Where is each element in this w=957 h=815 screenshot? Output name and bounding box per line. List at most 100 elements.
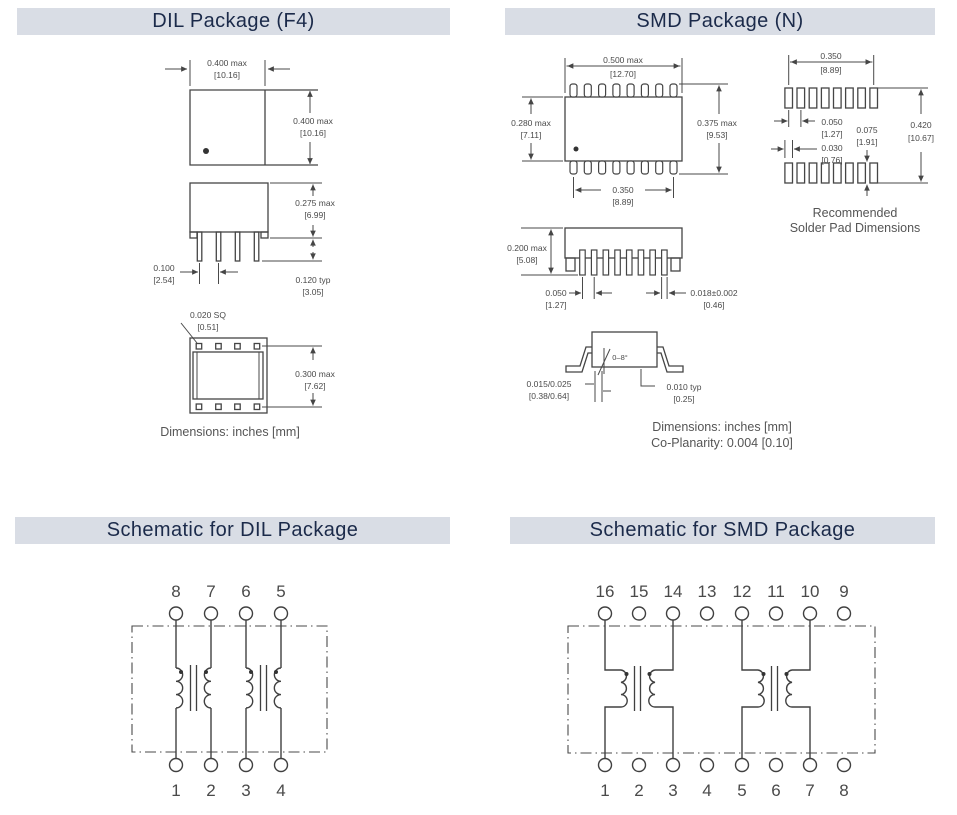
dim-smd-foot-length-mm: [0.38/0.64] (529, 391, 569, 401)
smd-top-pin-label: 15 (630, 582, 649, 601)
phase-dot (274, 670, 278, 674)
smd-bottom-pin-label: 5 (737, 781, 746, 800)
dil-dimensions-caption: Dimensions: inches [mm] (160, 425, 300, 439)
dim-row-span-in: 0.420 (910, 120, 932, 130)
dim-smd-lead-width-in: 0.018±0.002 (690, 288, 737, 298)
dim-dil-pad-square-in: 0.020 SQ (190, 310, 226, 320)
phase-dot (179, 670, 183, 674)
winding (245, 667, 254, 709)
smd-top-pin-label: 10 (801, 582, 820, 601)
winding (757, 669, 765, 708)
phase-dot (624, 672, 629, 676)
smd-top-pin-label: 13 (698, 582, 717, 601)
dim-dil-body-height-in: 0.275 max (295, 198, 335, 208)
dim-smd-top-width-in: 0.500 max (603, 55, 643, 65)
winding (785, 669, 793, 708)
dil-top-view: 0.400 max [10.16] 0.400 max [10.16] (165, 58, 334, 166)
smd-schematic: 16 15 14 13 12 11 10 9 (567, 582, 876, 800)
smd-package-header: SMD Package (N) (505, 8, 935, 35)
dim-dil-top-width-mm: [10.16] (214, 70, 240, 80)
phase-dot (647, 672, 652, 676)
dim-pad-pitch-mm: [1.27] (821, 129, 842, 139)
dim-dil-pin-pitch-mm: [2.54] (153, 275, 174, 285)
dim-smd-lead-pitch-in: 0.050 (545, 288, 567, 298)
dim-smd-profile-height-in: 0.200 max (507, 243, 547, 253)
solder-pad-caption-line2: Solder Pad Dimensions (790, 221, 921, 235)
phase-dot (761, 672, 766, 676)
smd-top-pin-label: 11 (767, 582, 785, 601)
smd-bottom-pin-label: 3 (668, 781, 677, 800)
winding (620, 669, 628, 708)
dil-top-pin-label: 6 (241, 582, 250, 601)
dim-smd-lead-pitch-mm: [1.27] (545, 300, 566, 310)
dil-side-view: 0.275 max [6.99] 0.100 [2.54] 0.120 typ … (153, 182, 336, 297)
dim-pad-width-mm: [0.76] (821, 155, 842, 165)
dim-dil-pad-row-span-mm: [7.62] (304, 381, 325, 391)
smd-top-pin-label: 16 (596, 582, 615, 601)
winding (273, 667, 282, 709)
phase-dot (249, 670, 253, 674)
dil-schematic: 8 7 6 5 (131, 582, 328, 800)
smd-bottom-pin-label: 7 (805, 781, 814, 800)
dim-pad-span-mm: [8.89] (820, 65, 841, 75)
smd-bottom-pin-label: 4 (702, 781, 711, 800)
pin1-dot (203, 148, 209, 154)
smd-package-drawing: 0.500 max [12.70] 0.280 max [7.11] 0.375… (507, 51, 934, 450)
smd-end-view: 0–8° 0.010 typ [0.25] 0.015/0.025 [0.38/… (527, 331, 793, 450)
dim-dil-pad-row-span-in: 0.300 max (295, 369, 335, 379)
dil-bottom-pin-label: 2 (206, 781, 215, 800)
dim-smd-profile-height-mm: [5.08] (516, 255, 537, 265)
dim-dil-pin-length-mm: [3.05] (302, 287, 323, 297)
smd-top-pin-label: 12 (733, 582, 752, 601)
dim-pad-width-in: 0.030 (821, 143, 843, 153)
smd-schematic-header: Schematic for SMD Package (510, 517, 935, 544)
dil-bottom-pin-label: 1 (171, 781, 180, 800)
dim-dil-top-width-in: 0.400 max (207, 58, 247, 68)
dil-bottom-pin-label: 4 (276, 781, 285, 800)
winding (203, 667, 212, 709)
winding (648, 669, 656, 708)
smd-isolation-boundary (567, 625, 876, 754)
dim-dil-pad-square-mm: [0.51] (197, 322, 218, 332)
dim-smd-lead-angle: 0–8° (612, 353, 628, 362)
dil-package-drawing: 0.400 max [10.16] 0.400 max [10.16] 0.27… (153, 58, 336, 439)
smd-top-pin-label: 14 (664, 582, 683, 601)
dim-dil-pin-length-in: 0.120 typ (296, 275, 331, 285)
dim-smd-standoff-in: 0.010 typ (667, 382, 702, 392)
smd-bottom-pin-label: 6 (771, 781, 780, 800)
dim-row-span-mm: [10.67] (908, 133, 934, 143)
winding (175, 667, 184, 709)
dil-top-pin-label: 5 (276, 582, 285, 601)
dim-smd-lead-span-mm: [8.89] (612, 197, 633, 207)
dil-isolation-boundary (131, 625, 328, 753)
smd-dimensions-caption: Dimensions: inches [mm] (652, 420, 792, 434)
dim-pad-pitch-in: 0.050 (821, 117, 843, 127)
dil-bottom-view: 0.020 SQ [0.51] 0.300 max [7.62] Dimensi… (160, 310, 335, 439)
solder-pad-caption-line1: Recommended (813, 206, 898, 220)
dil-package-header: DIL Package (F4) (17, 8, 450, 35)
dim-pad-height-in: 0.075 (856, 125, 878, 135)
smd-bottom-pin-label: 2 (634, 781, 643, 800)
smd-bottom-pin-label: 1 (600, 781, 609, 800)
dim-smd-overall-height-in: 0.375 max (697, 118, 737, 128)
solder-pad-layout: 0.350 [8.89] 0.050 [1.27] 0.030 [0.76] 0… (771, 51, 934, 235)
dil-top-pin-label: 8 (171, 582, 180, 601)
smd-schematic-drawing: 16 15 14 13 12 11 10 9 (567, 582, 876, 800)
dim-pad-height-mm: [1.91] (856, 137, 877, 147)
dim-smd-standoff-mm: [0.25] (673, 394, 694, 404)
smd-coplanarity-caption: Co-Planarity: 0.004 [0.10] (651, 436, 793, 450)
dil-top-pin-label: 7 (206, 582, 215, 601)
smd-top-pin-label: 9 (839, 582, 848, 601)
dim-dil-pin-pitch-in: 0.100 (153, 263, 175, 273)
phase-dot (204, 670, 208, 674)
dil-bottom-pin-label: 3 (241, 781, 250, 800)
smd-top-view: 0.500 max [12.70] 0.280 max [7.11] 0.375… (511, 55, 737, 207)
dim-smd-top-width-mm: [12.70] (610, 69, 636, 79)
dil-schematic-drawing: 8 7 6 5 (131, 582, 328, 800)
dim-smd-lead-span-in: 0.350 (612, 185, 634, 195)
dim-dil-top-height-in: 0.400 max (293, 116, 333, 126)
dim-dil-body-height-mm: [6.99] (304, 210, 325, 220)
dim-smd-body-height-mm: [7.11] (521, 130, 542, 140)
dim-smd-lead-width-mm: [0.46] (703, 300, 724, 310)
